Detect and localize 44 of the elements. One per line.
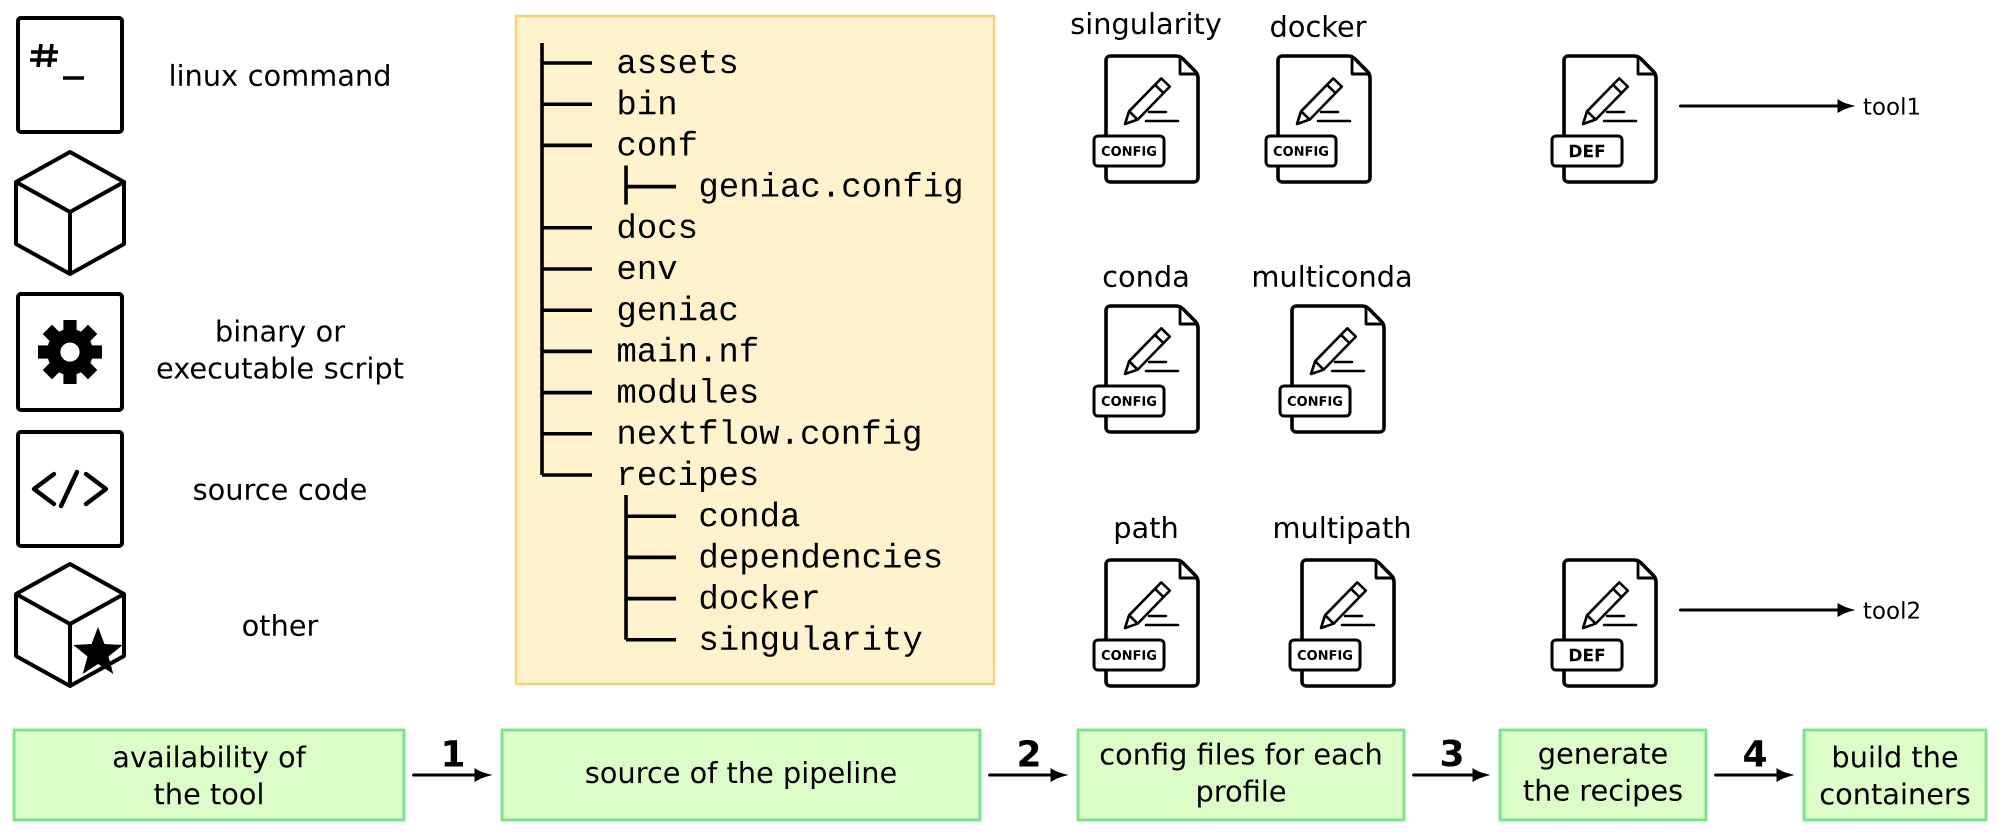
file-label: path xyxy=(1115,516,1177,544)
tree-item: geniac xyxy=(618,295,737,328)
tree-item: main.nf xyxy=(618,336,758,362)
process-box: config files for each profile xyxy=(1076,728,1406,822)
process-box: build the containers xyxy=(1802,728,1988,822)
arrow xyxy=(1412,769,1487,781)
tree-item: modules xyxy=(618,378,757,404)
process-box: availability of the tool xyxy=(12,728,406,822)
tree-item: geniac.config xyxy=(700,172,961,204)
legend-text: linux command xyxy=(171,63,389,87)
tree-item: bin xyxy=(619,89,675,115)
tree-item: nextflow.config xyxy=(619,419,920,451)
tree-item: assets xyxy=(618,50,736,74)
tree-item: conf xyxy=(618,130,696,156)
tree-item: conda xyxy=(700,501,800,527)
arrow xyxy=(1678,604,1852,616)
file-label: conda xyxy=(1103,264,1188,288)
tree-item: docker xyxy=(700,584,818,610)
process-box: source of the pipeline xyxy=(500,728,982,822)
tree-item: dependencies xyxy=(700,542,941,575)
file-tag: DEF xyxy=(1550,638,1624,672)
file-label: docker xyxy=(1271,14,1367,38)
step-number: 2 xyxy=(1019,739,1039,767)
arrow xyxy=(412,769,489,781)
step-number: 1 xyxy=(444,740,464,767)
arrow xyxy=(1714,769,1791,781)
file-tag: DEF xyxy=(1550,134,1624,168)
process-box: generate the recipes xyxy=(1498,728,1708,822)
step-number: 4 xyxy=(1744,740,1766,767)
legend-text: binary or executable script xyxy=(157,319,404,385)
tree-item: singularity xyxy=(701,625,922,657)
step-number: 3 xyxy=(1441,739,1462,767)
tree-item: env xyxy=(618,260,677,280)
file-label: multipath xyxy=(1275,516,1410,544)
legend-text: other xyxy=(243,613,319,637)
legend-text: source code xyxy=(194,477,366,501)
arrow xyxy=(1678,100,1852,112)
file-label: multiconda xyxy=(1254,264,1411,288)
tool-label: tool2 xyxy=(1863,601,1919,619)
tree-item: docs xyxy=(618,213,696,239)
arrow xyxy=(988,769,1065,781)
tree-item: recipes xyxy=(620,460,757,493)
tool-label: tool1 xyxy=(1863,97,1919,115)
file-label: singularity xyxy=(1071,12,1221,40)
